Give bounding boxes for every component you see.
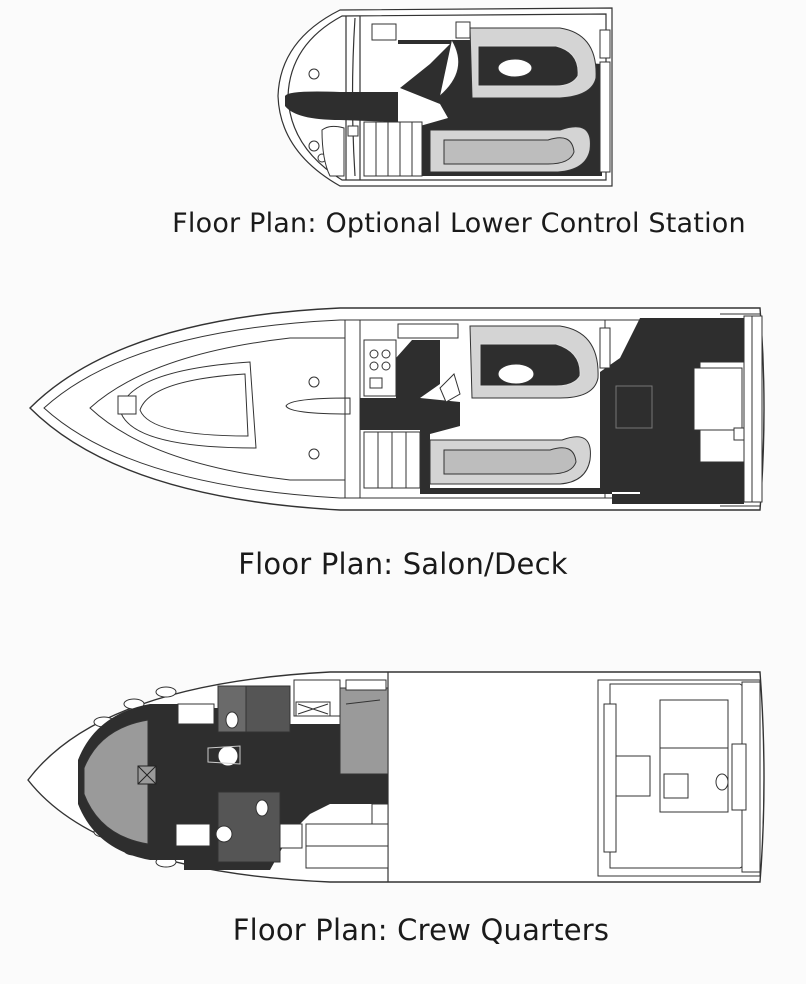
caption-crew-quarters: Floor Plan: Crew Quarters — [232, 913, 610, 947]
crew-berth — [339, 687, 389, 775]
head-forward — [245, 685, 291, 733]
caption-salon-deck: Floor Plan: Salon/Deck — [238, 547, 568, 581]
salon-table — [497, 363, 535, 385]
caption-lower-station: Floor Plan: Optional Lower Control Stati… — [172, 208, 746, 239]
lower-control-station-plan — [0, 0, 806, 200]
deck-hatch — [117, 395, 137, 415]
crew-quarters-drawing — [27, 671, 765, 883]
foredeck-hatch — [119, 361, 257, 449]
table — [497, 58, 533, 78]
crew-quarters-plan — [0, 664, 806, 888]
lower-station-drawing — [277, 7, 613, 187]
forward-berth — [83, 719, 149, 845]
salon-deck-plan — [0, 298, 806, 520]
swim-platform — [743, 315, 763, 503]
salon-deck-drawing — [29, 307, 765, 511]
